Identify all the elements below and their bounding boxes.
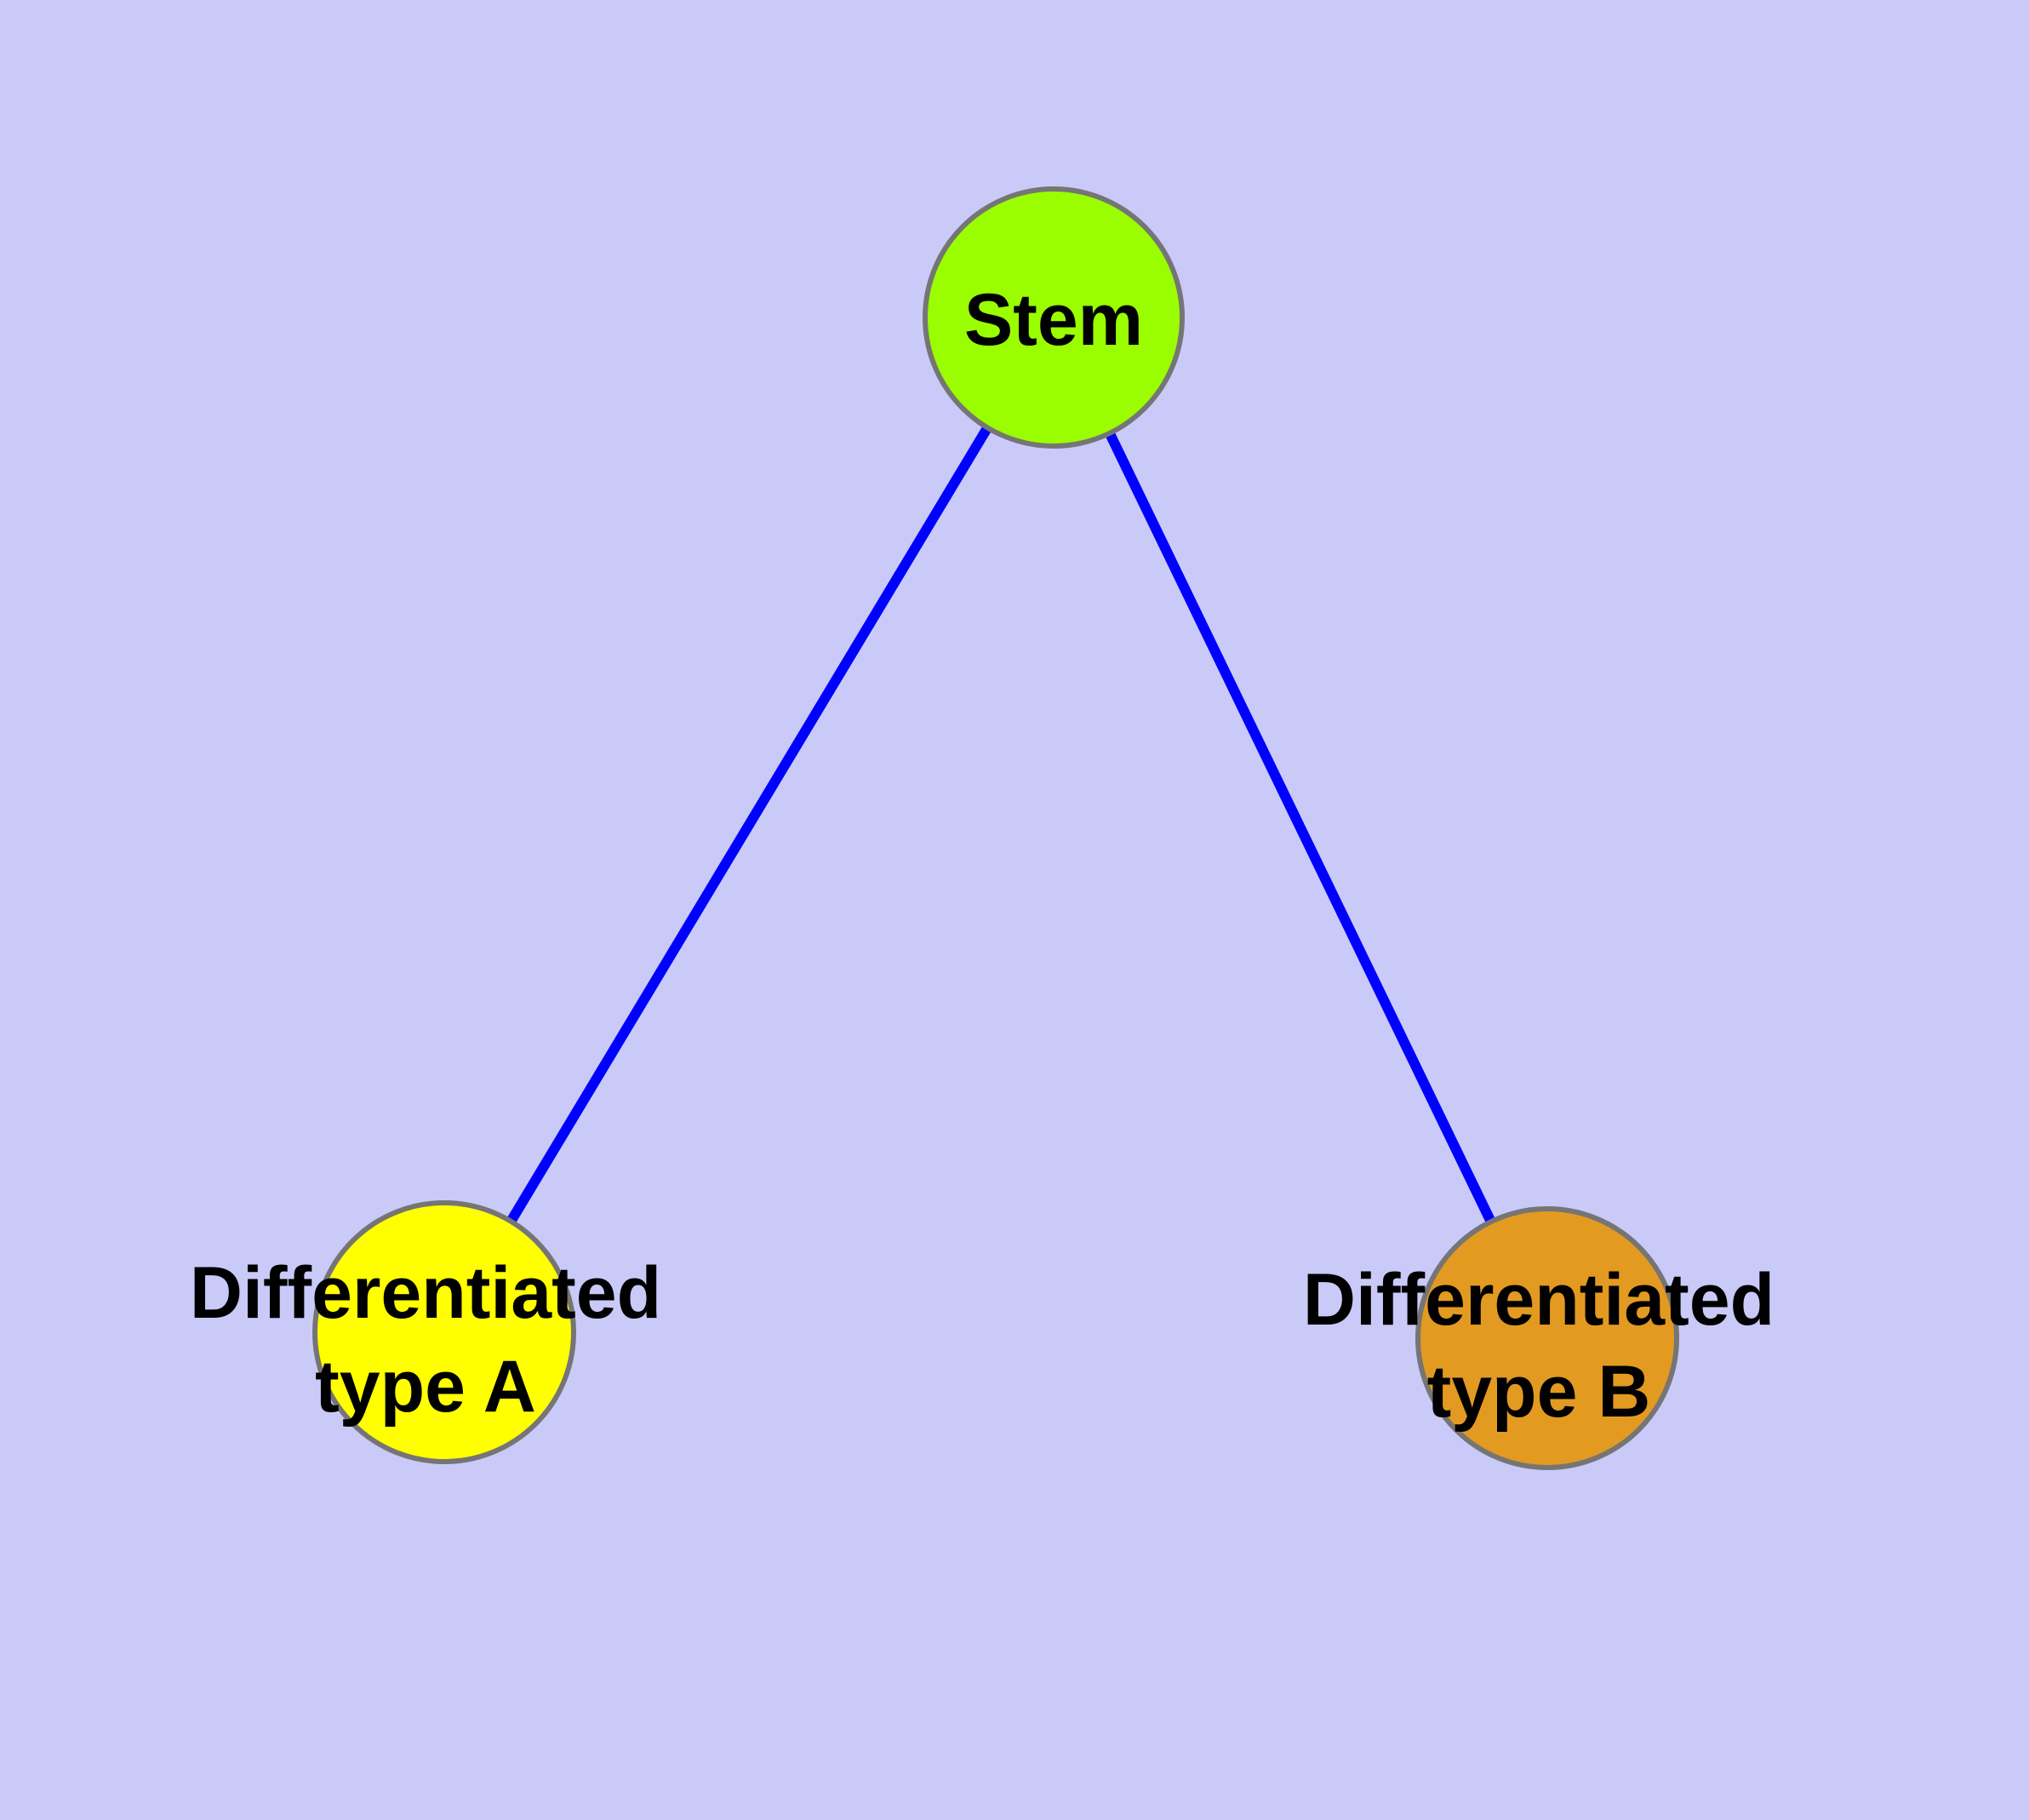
node-differentiated-type-b xyxy=(1415,1206,1679,1470)
node-type-b-label-line2: type B xyxy=(1427,1351,1651,1433)
node-stem-label: Stem xyxy=(964,279,1143,361)
node-differentiated-type-a xyxy=(312,1200,576,1464)
edge-stem-to-type-b xyxy=(1049,315,1552,1341)
node-type-a-label-line2: type A xyxy=(315,1346,536,1428)
edge-stem-to-type-a xyxy=(439,314,1059,1336)
node-type-b-label-line1: Differentiated xyxy=(1303,1259,1775,1341)
node-stem xyxy=(923,186,1185,449)
node-type-a-label-line1: Differentiated xyxy=(190,1252,661,1334)
